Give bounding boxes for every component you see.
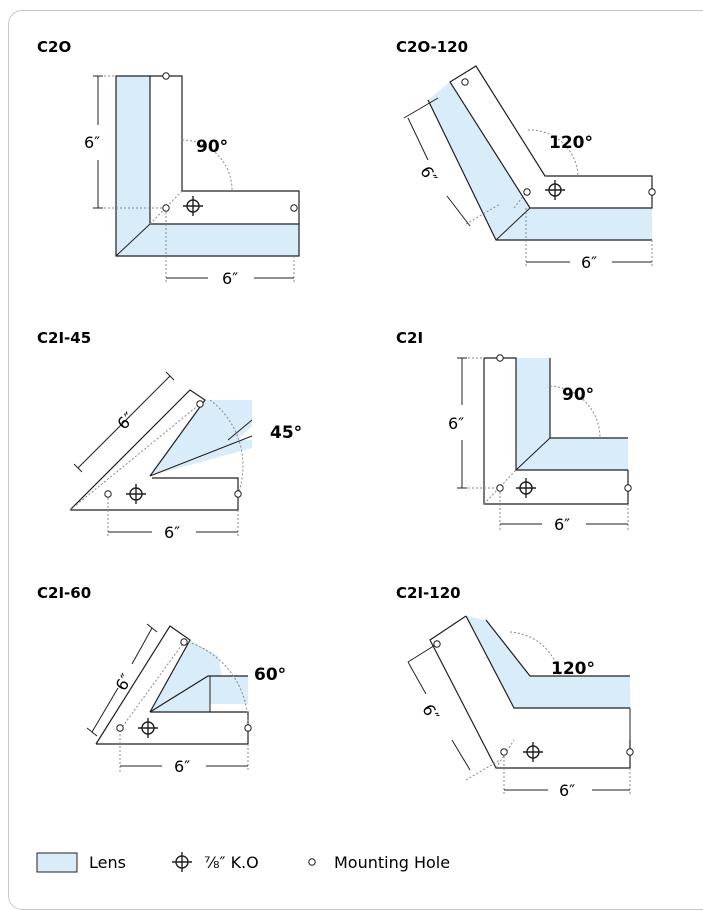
dim-vertical-c2o: 6″: [84, 133, 100, 152]
legend: Lens ⅞″ K.O Mounting Hole: [36, 851, 450, 873]
connector-outline: [69, 389, 206, 511]
angle-label-c2i-120: 120°: [551, 659, 595, 679]
title-c2i-45: C2I-45: [37, 329, 91, 347]
mounting-hole-icon: [180, 638, 188, 646]
connector-arm: [149, 675, 248, 713]
mounting-hole-icon: [461, 78, 469, 86]
lens-region: [150, 640, 248, 712]
ko-icon: [171, 851, 193, 873]
dim-horizontal-c2i-60: 6″: [174, 757, 190, 776]
dim-vertical-c2i-120: 6″: [418, 701, 443, 725]
title-c2i: C2I: [396, 329, 423, 347]
dim-horizontal-c2i: 6″: [554, 515, 570, 534]
lens-region: [466, 616, 630, 708]
lens-region: [150, 400, 252, 476]
dim-horizontal-c2o: 6″: [222, 269, 238, 288]
title-c2i-120: C2I-120: [396, 584, 461, 602]
mounting-hole-icon: [433, 640, 441, 648]
title-c2i-60: C2I-60: [37, 584, 91, 602]
mounting-hole-icon: [624, 484, 632, 492]
dim-horizontal-c2i-120: 6″: [559, 781, 575, 800]
mounting-hole-icon: [290, 204, 298, 212]
ko-icon: [182, 195, 204, 217]
mounting-hole-icon: [162, 204, 170, 212]
legend-lens-label: Lens: [89, 853, 126, 872]
angle-label-c2i: 90°: [562, 385, 594, 405]
mounting-hole-icon: [196, 400, 204, 408]
lens-region: [116, 76, 299, 256]
diagram-c2o: C2O 90° 6″ 6″: [37, 38, 300, 288]
angle-label-c2o-120: 120°: [549, 133, 593, 153]
angle-label-c2o: 90°: [196, 137, 228, 157]
dim-vertical-c2i-60: 6″: [112, 670, 137, 694]
mounting-hole-icon: [496, 354, 504, 362]
mounting-hole-icon: [244, 724, 252, 732]
lens-swatch: [36, 852, 78, 873]
mounting-hole-icon: [496, 484, 504, 492]
dim-vertical-c2i-45: 6″: [113, 408, 138, 433]
mounting-hole-icon: [648, 188, 656, 196]
angle-label-c2i-60: 60°: [254, 665, 286, 685]
mounting-hole-icon: [162, 72, 170, 80]
title-c2o-120: C2O-120: [396, 38, 468, 56]
mounting-hole-icon: [308, 858, 316, 866]
diagram-c2i-45: C2I-45 45° 6″ 6″: [37, 329, 302, 542]
mounting-hole-icon: [500, 748, 508, 756]
mounting-hole-icon: [626, 748, 634, 756]
mounting-hole-icon: [104, 490, 112, 498]
mounting-hole-icon: [523, 188, 531, 196]
connector-base: [70, 477, 239, 511]
title-c2o: C2O: [37, 38, 71, 56]
dim-vertical-c2i: 6″: [448, 414, 464, 433]
mounting-hole-icon: [116, 724, 124, 732]
connector-base: [483, 358, 629, 505]
dim-horizontal-c2i-45: 6″: [164, 523, 180, 542]
legend-mounting-hole-label: Mounting Hole: [334, 853, 450, 872]
lens-region: [428, 82, 652, 240]
dim-horizontal-c2o-120: 6″: [581, 253, 597, 272]
diagram-c2o-120: C2O-120 120° 6″ 6″: [396, 38, 656, 272]
diagram-c2i-120: C2I-120 120° 6″ 6″: [396, 584, 634, 800]
ko-icon: [137, 717, 159, 739]
lens-region: [516, 358, 628, 470]
legend-ko-label: ⅞″ K.O: [204, 853, 259, 872]
connector-inner: [465, 615, 630, 709]
dim-vertical-c2o-120: 6″: [416, 163, 441, 187]
connector-outline: [485, 619, 630, 677]
diagram-c2i: C2I 90° 6″ 6″: [396, 329, 632, 534]
ko-icon: [515, 477, 537, 499]
mounting-hole-icon: [234, 490, 242, 498]
connector-arm: [149, 435, 253, 477]
ko-icon: [522, 741, 544, 763]
diagram-c2i-60: C2I-60 60° 6″ 6″: [37, 584, 286, 776]
ko-icon: [125, 483, 147, 505]
angle-label-c2i-45: 45°: [270, 423, 302, 443]
connector-outline: [95, 625, 191, 745]
